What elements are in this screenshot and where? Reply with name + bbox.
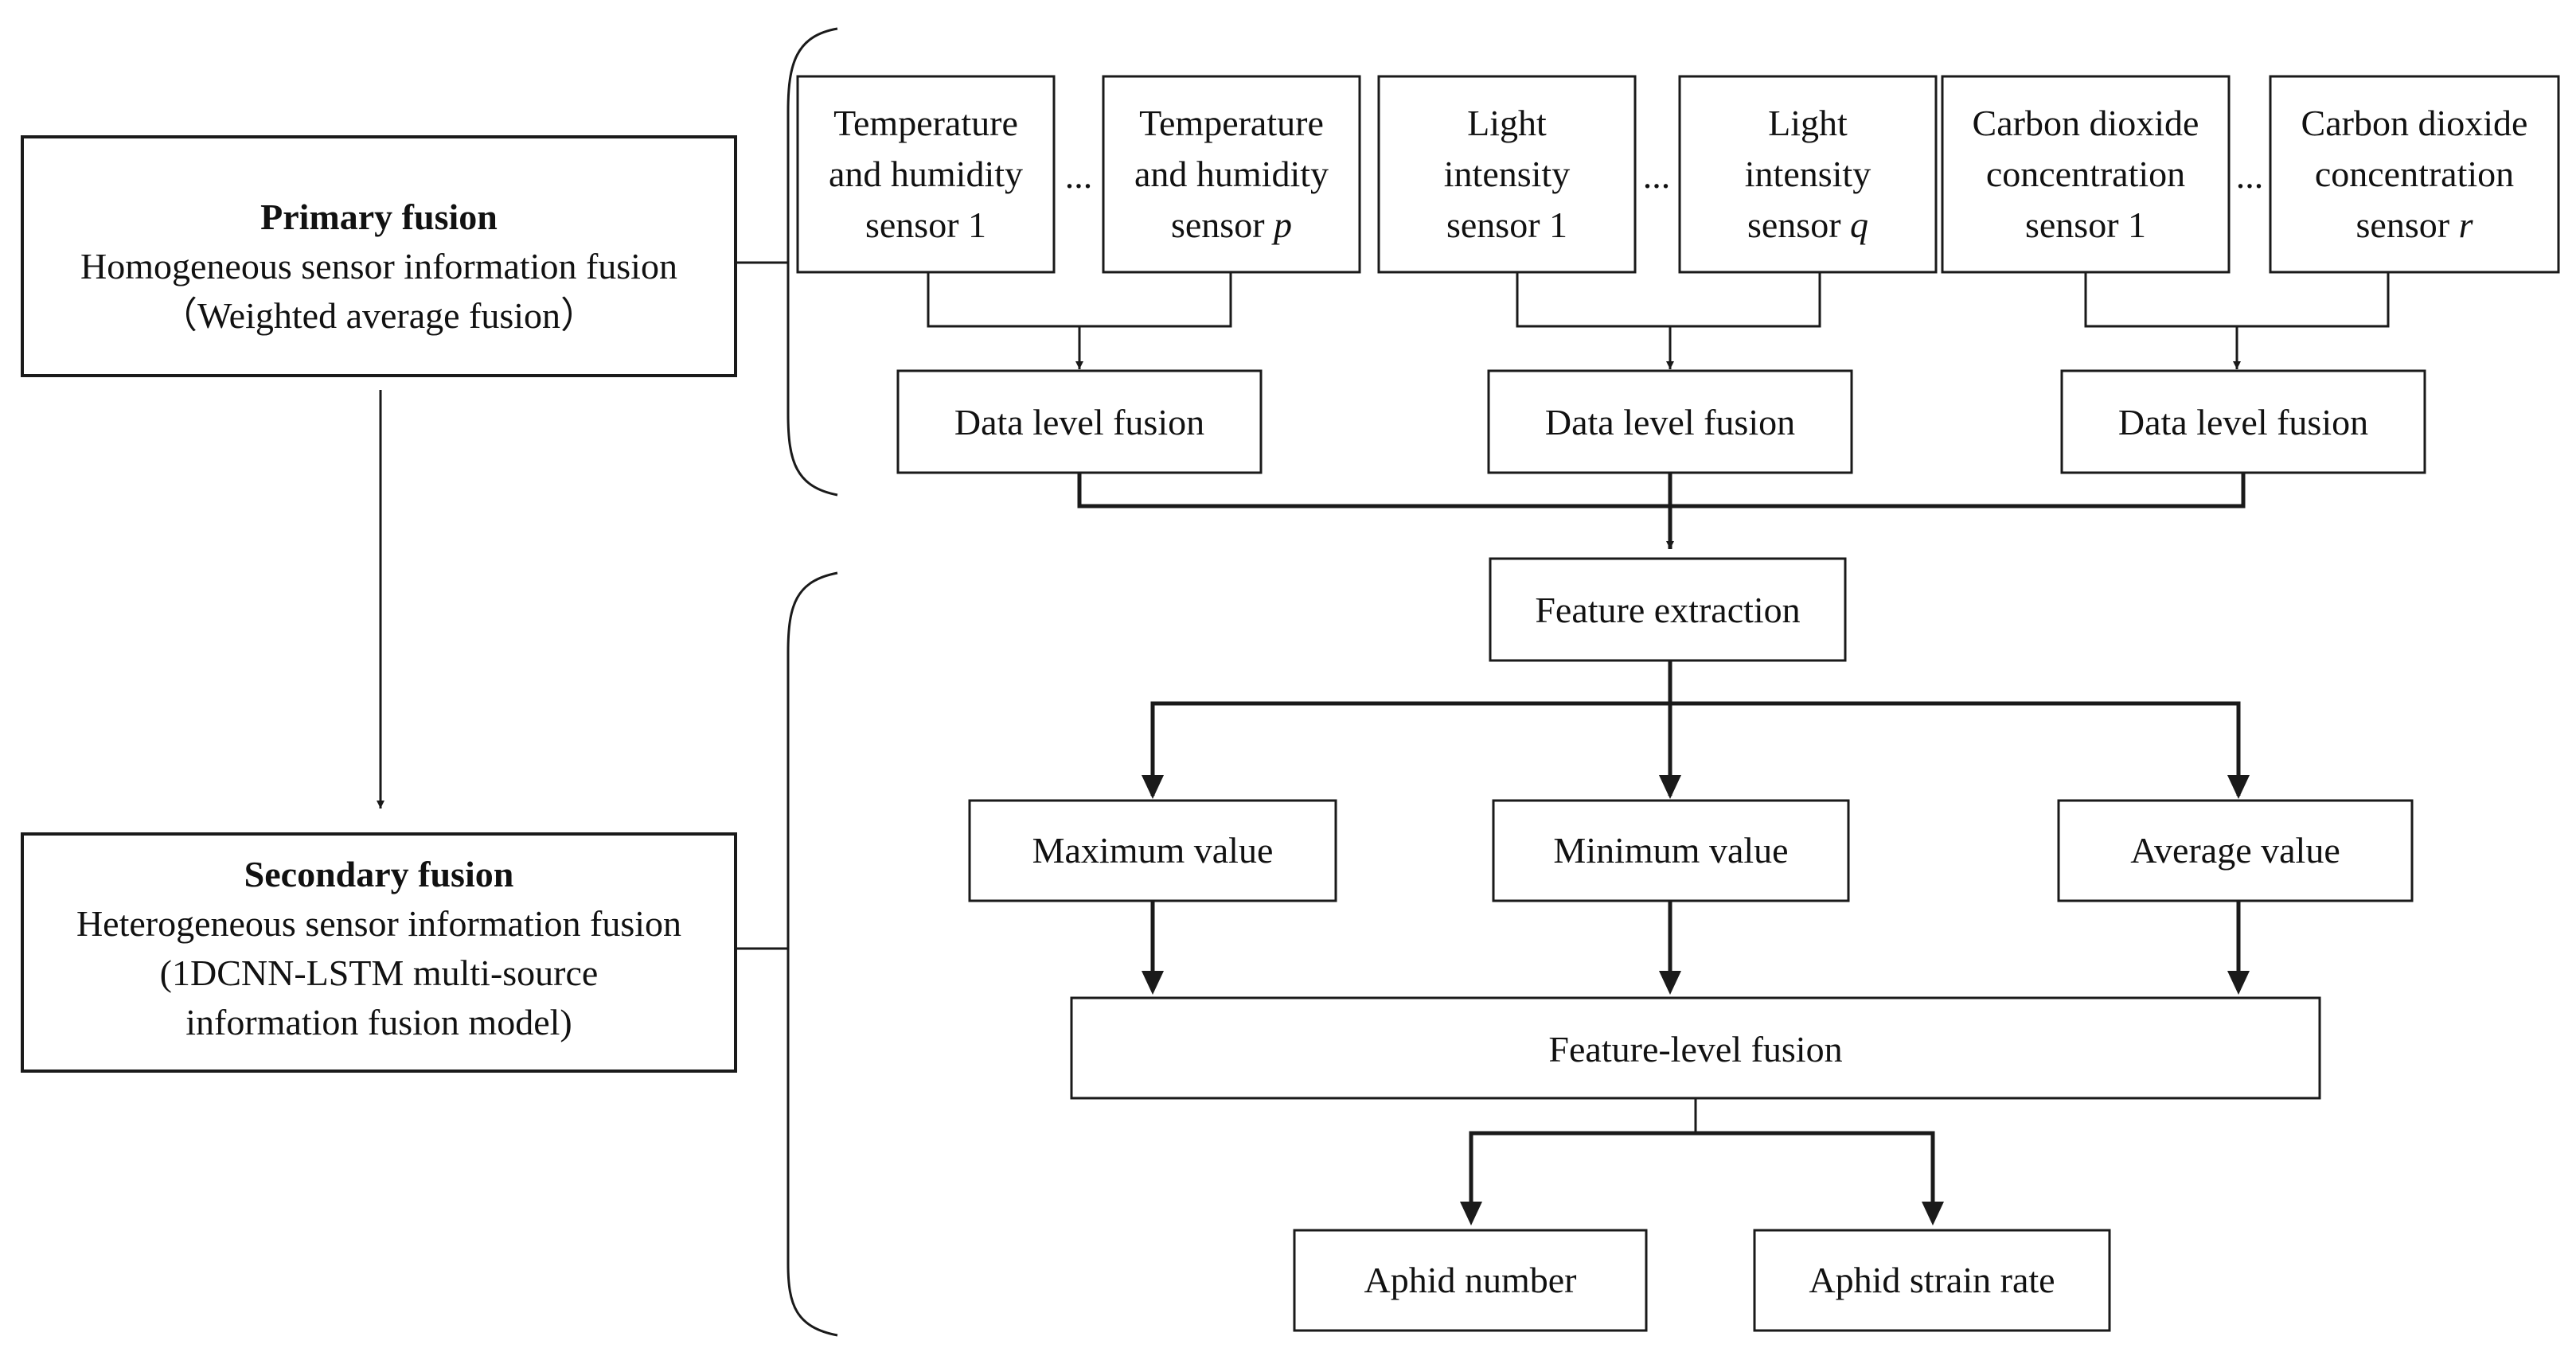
sensor-label-line: and humidity [829, 154, 1023, 194]
ellipsis: ... [2236, 155, 2264, 196]
secondary-fusion-title: Secondary fusion [244, 854, 514, 894]
sensor-light-intensity-1: Light intensity sensor 1 [1377, 75, 1637, 274]
secondary-fusion-box: Secondary fusion Heterogeneous sensor in… [21, 832, 737, 1073]
feature-extraction-box: Feature extraction [1489, 557, 1847, 662]
primary-fusion-method: （Weighted average fusion） [161, 295, 597, 336]
sensor-label-line: Temperature [833, 103, 1018, 143]
feature-split-connector [1142, 660, 2250, 799]
secondary-fusion-description: Heterogeneous sensor information fusion [76, 903, 681, 944]
sensor-co2-concentration-r: Carbon dioxide concentration sensor r [2269, 75, 2560, 274]
sensor-temperature-humidity-p: Temperature and humidity sensor p [1102, 75, 1361, 274]
primary-fusion-title: Primary fusion [260, 197, 498, 237]
sensor-label-line: Light [1768, 103, 1848, 143]
aphid-number-box: Aphid number [1293, 1229, 1648, 1332]
average-value-label: Average value [2130, 830, 2340, 871]
primary-fusion-description: Homogeneous sensor information fusion [80, 246, 677, 286]
data-level-fusion-box-2: Data level fusion [1487, 369, 1853, 474]
sensor-label-line: sensor 1 [2025, 205, 2146, 245]
sensor-label-line: sensor r [2356, 205, 2474, 245]
secondary-brace [736, 571, 838, 1337]
sensor-temperature-humidity-1: Temperature and humidity sensor 1 [796, 75, 1056, 274]
sensor-label-line: Light [1467, 103, 1547, 143]
minimum-value-box: Minimum value [1492, 799, 1850, 902]
sensor-label-line: sensor q [1747, 205, 1868, 245]
sensor-label-line: sensor 1 [865, 205, 986, 245]
sensor-light-intensity-q: Light intensity sensor q [1678, 75, 1938, 274]
average-value-box: Average value [2057, 799, 2414, 902]
primary-brace [736, 27, 838, 497]
sensor-label-line: intensity [1745, 154, 1871, 194]
minimum-value-label: Minimum value [1553, 830, 1788, 871]
sensor-label-line: concentration [2315, 154, 2514, 194]
ellipsis: ... [1065, 155, 1093, 196]
secondary-fusion-method-line1: (1DCNN-LSTM multi-source [160, 953, 599, 993]
fusion-to-output-connector [1460, 1098, 1944, 1225]
aphid-number-label: Aphid number [1364, 1260, 1576, 1300]
data-level-fusion-label: Data level fusion [1545, 402, 1795, 442]
sensor-label-line: and humidity [1134, 154, 1329, 194]
stats-to-fusion-connectors [1142, 901, 2250, 995]
sensor-label-line: concentration [1986, 154, 2185, 194]
sensor-label-line: intensity [1444, 154, 1570, 194]
aphid-strain-rate-label: Aphid strain rate [1809, 1260, 2055, 1300]
sensor-label-line: sensor 1 [1446, 205, 1567, 245]
sensor-co2-concentration-1: Carbon dioxide concentration sensor 1 [1941, 75, 2231, 274]
sensor-label-line: Carbon dioxide [2301, 103, 2528, 143]
primary-fusion-box: Primary fusion Homogeneous sensor inform… [21, 135, 737, 377]
sensor-connectors [927, 272, 2390, 369]
sensor-label-line: sensor p [1171, 205, 1292, 245]
maximum-value-box: Maximum value [968, 799, 1337, 902]
data-to-feature-connector [1077, 473, 2246, 549]
feature-level-fusion-label: Feature-level fusion [1548, 1029, 1842, 1070]
data-level-fusion-label: Data level fusion [2118, 402, 2368, 442]
data-level-fusion-box-1: Data level fusion [896, 369, 1263, 474]
aphid-strain-rate-box: Aphid strain rate [1753, 1229, 2111, 1332]
feature-level-fusion-box: Feature-level fusion [1070, 996, 2321, 1100]
secondary-fusion-method-line2: information fusion model) [185, 1002, 572, 1042]
ellipsis: ... [1643, 155, 1671, 196]
sensor-label-line: Temperature [1139, 103, 1324, 143]
feature-extraction-label: Feature extraction [1535, 590, 1800, 630]
maximum-value-label: Maximum value [1032, 830, 1274, 871]
data-level-fusion-label: Data level fusion [954, 402, 1204, 442]
data-level-fusion-box-3: Data level fusion [2060, 369, 2426, 474]
sensor-label-line: Carbon dioxide [1973, 103, 2199, 143]
